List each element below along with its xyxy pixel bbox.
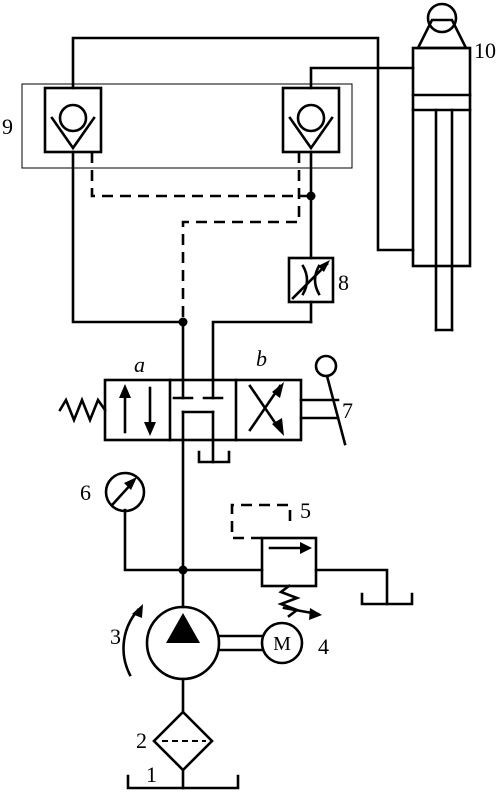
- relief-tank: [360, 592, 414, 606]
- label-directional-valve: 7: [342, 398, 353, 423]
- cylinder-pulley: [426, 2, 458, 34]
- valve-lever: [299, 354, 347, 446]
- check-valve-right: [281, 86, 341, 154]
- label-relief-valve: 5: [300, 498, 311, 523]
- valve-position-b: [248, 382, 284, 436]
- pilot-lines: [90, 152, 311, 540]
- hydraulic-lock-boundary: [21, 83, 353, 169]
- junction-dot: [178, 317, 188, 327]
- hydraulic-pump: [122, 604, 264, 681]
- label-valve-position-b: b: [256, 346, 267, 371]
- label-cylinder: 10: [474, 38, 496, 63]
- electric-motor: M: [260, 621, 304, 665]
- directional-valve: [58, 354, 347, 464]
- label-throttle-valve: 8: [338, 270, 349, 295]
- relief-valve: [260, 536, 414, 620]
- pipe-lines: [71, 36, 415, 790]
- pump-rotation-arrow: [122, 608, 140, 677]
- valve-position-a: [119, 384, 156, 436]
- hydraulic-cylinder: [411, 2, 472, 332]
- relief-valve-spring: [277, 584, 301, 618]
- label-filter: 2: [136, 728, 147, 753]
- label-hydraulic-lock: 9: [2, 114, 13, 139]
- junction-dot: [178, 565, 188, 575]
- component-labels: 1 2 3 4 5 6 7 a b 8 9 10: [2, 38, 496, 787]
- reservoir: [126, 774, 240, 790]
- throttle-valve: [287, 256, 335, 304]
- valve-position-neutral: [172, 378, 224, 442]
- valve-spring: [58, 396, 107, 424]
- pressure-gauge: [104, 471, 146, 513]
- cylinder-barrel: [411, 46, 472, 268]
- label-valve-position-a: a: [134, 352, 145, 377]
- hydraulic-lock: [21, 83, 353, 169]
- label-pump: 3: [110, 624, 121, 649]
- check-valve-left: [43, 86, 103, 154]
- motor-symbol: M: [273, 633, 291, 655]
- label-pressure-gauge: 6: [80, 480, 91, 505]
- filter: [152, 710, 214, 772]
- junction-dot: [306, 191, 316, 201]
- label-motor: 4: [318, 634, 329, 659]
- label-reservoir: 1: [146, 762, 157, 787]
